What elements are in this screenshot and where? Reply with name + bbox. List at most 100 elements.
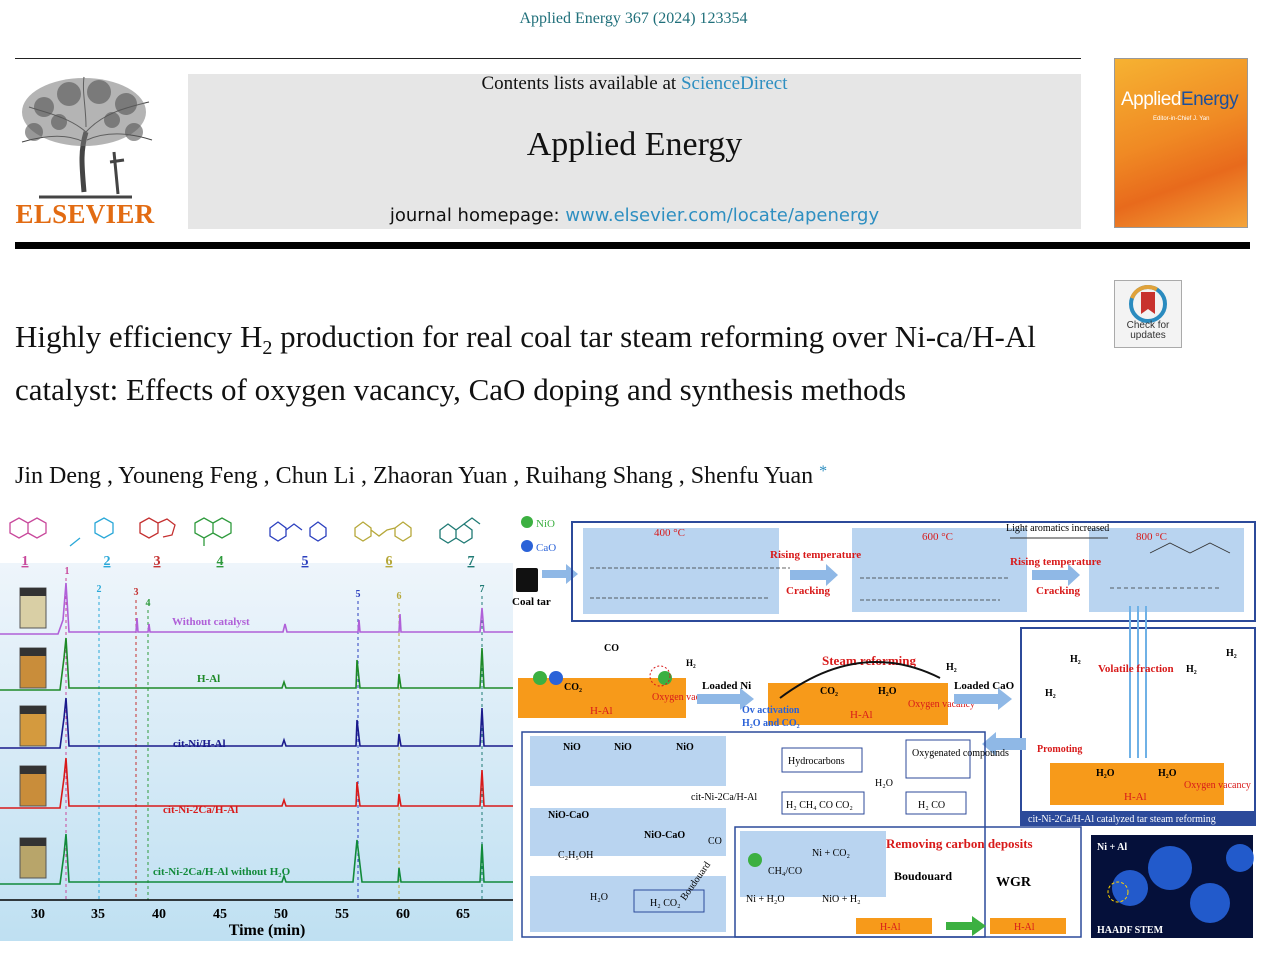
svg-text:55: 55 <box>335 907 349 922</box>
svg-text:WGR: WGR <box>996 875 1032 890</box>
svg-text:Promoting: Promoting <box>1037 744 1082 755</box>
svg-text:CH₄/CO: CH₄/CO <box>768 866 802 877</box>
svg-text:5: 5 <box>356 589 361 600</box>
journal-name: Applied Energy <box>526 126 743 163</box>
svg-text:3: 3 <box>134 587 139 598</box>
svg-text:Coal tar: Coal tar <box>512 596 551 608</box>
svg-text:NiO: NiO <box>614 742 632 753</box>
svg-text:6: 6 <box>386 554 393 569</box>
molecule-row <box>9 517 481 547</box>
chromatogram-traces <box>0 582 513 885</box>
svg-text:CO₂: CO₂ <box>564 682 582 693</box>
svg-text:45: 45 <box>213 907 227 922</box>
molecule-numbers: 1 2 3 4 5 6 7 <box>22 554 475 569</box>
journal-cover[interactable]: AppliedEnergy Editor-in-Chief J. Yan <box>1114 58 1248 228</box>
svg-text:1: 1 <box>65 566 70 577</box>
svg-text:Rising temperature: Rising temperature <box>1010 556 1101 568</box>
check-updates-icon <box>1129 285 1167 323</box>
svg-text:Ov activation: Ov activation <box>742 705 800 716</box>
svg-text:H₂ CO₂: H₂ CO₂ <box>650 898 681 909</box>
svg-text:6: 6 <box>397 591 402 602</box>
contents-line: Contents lists available at ScienceDirec… <box>188 73 1081 95</box>
coal-tar-vial <box>516 568 538 592</box>
homepage-link[interactable]: www.elsevier.com/locate/apenergy <box>565 205 880 226</box>
molecule-sketches <box>590 542 1231 601</box>
svg-text:CO: CO <box>604 643 619 654</box>
corresponding-author-mark[interactable]: * <box>819 463 828 480</box>
sample-vials <box>19 587 47 879</box>
svg-text:H₂: H₂ <box>946 662 957 673</box>
svg-text:2: 2 <box>104 554 111 569</box>
svg-text:Oxygen vacancy: Oxygen vacancy <box>908 699 975 710</box>
svg-text:cit-Ni-2Ca/H-Al: cit-Ni-2Ca/H-Al <box>691 792 757 803</box>
journal-citation: Applied Energy 367 (2024) 123354 <box>519 10 748 27</box>
svg-text:CO: CO <box>708 836 722 847</box>
svg-text:3: 3 <box>154 554 161 569</box>
svg-text:H₂O and CO₂: H₂O and CO₂ <box>742 718 800 729</box>
svg-text:H₂O: H₂O <box>590 892 608 903</box>
journal-header-box: Contents lists available at ScienceDirec… <box>188 73 1081 229</box>
sciencedirect-link[interactable]: ScienceDirect <box>680 73 788 94</box>
svg-text:H₂ CH₄ CO CO₂: H₂ CH₄ CO CO₂ <box>786 800 853 811</box>
graphical-abstract: 1 2 3 4 5 6 7 1 2 3 4 5 6 7 Without cata… <box>0 516 1256 941</box>
svg-text:600 °C: 600 °C <box>922 531 953 543</box>
svg-text:Cracking: Cracking <box>786 585 831 597</box>
svg-text:Steam reforming: Steam reforming <box>822 653 916 668</box>
volatile-flow <box>1129 606 1147 758</box>
svg-text:H-Al: H-Al <box>590 705 613 717</box>
svg-text:4: 4 <box>146 598 151 609</box>
peak-labels: 1 2 3 4 5 6 7 <box>65 566 485 609</box>
svg-text:NiO-CaO: NiO-CaO <box>644 830 685 841</box>
svg-text:Cracking: Cracking <box>1036 585 1081 597</box>
svg-text:CO₂: CO₂ <box>820 686 838 697</box>
svg-text:1: 1 <box>22 554 29 569</box>
svg-text:H₂: H₂ <box>1070 654 1081 665</box>
stage-400 <box>583 528 779 614</box>
authors-text: Jin Deng , Youneng Feng , Chun Li , Zhao… <box>15 463 814 489</box>
h-al-support-3 <box>1050 763 1224 805</box>
svg-text:2: 2 <box>97 584 102 595</box>
svg-text:H₂: H₂ <box>686 658 696 668</box>
svg-text:Oxygen vacancy: Oxygen vacancy <box>1184 780 1251 791</box>
svg-text:cit-Ni-2Ca/H-Al without H₂O: cit-Ni-2Ca/H-Al without H₂O <box>153 866 291 878</box>
article-title: Highly efficiency H2 production for real… <box>15 319 1036 408</box>
cover-title-b: Energy <box>1180 89 1239 110</box>
svg-text:H-Al: H-Al <box>850 709 873 721</box>
svg-text:40: 40 <box>152 907 166 922</box>
svg-text:Loaded CaO: Loaded CaO <box>954 680 1015 692</box>
svg-text:Oxygenated compounds: Oxygenated compounds <box>912 748 1009 759</box>
chromatogram-bg <box>0 563 513 941</box>
svg-text:7: 7 <box>480 584 485 595</box>
nio-legend-dot <box>521 516 533 528</box>
svg-text:CaO: CaO <box>536 542 556 554</box>
svg-text:Ni + CO₂: Ni + CO₂ <box>812 848 850 859</box>
author-list: Jin Deng , Youneng Feng , Chun Li , Zhao… <box>15 463 1115 490</box>
elsevier-wordmark: ELSEVIER <box>15 199 155 229</box>
svg-text:800 °C: 800 °C <box>1136 531 1167 543</box>
svg-text:HAADF STEM: HAADF STEM <box>1097 925 1164 936</box>
svg-text:Volatile fraction: Volatile fraction <box>1098 663 1174 675</box>
svg-text:65: 65 <box>456 907 470 922</box>
svg-text:50: 50 <box>274 907 288 922</box>
stage-600 <box>852 528 1027 612</box>
svg-text:H₂: H₂ <box>1045 688 1056 699</box>
h-al-support-2 <box>768 683 948 725</box>
svg-text:H-Al: H-Al <box>1014 922 1035 933</box>
svg-text:Removing carbon deposits: Removing carbon deposits <box>886 836 1033 851</box>
svg-text:H-Al: H-Al <box>1124 791 1147 803</box>
header-rule-thick <box>15 242 1250 249</box>
elsevier-logo[interactable]: ELSEVIER <box>14 72 156 230</box>
homepage-line: journal homepage: www.elsevier.com/locat… <box>188 205 1081 226</box>
svg-text:5: 5 <box>302 554 309 569</box>
svg-text:Oxygen vacancy: Oxygen vacancy <box>652 692 719 703</box>
svg-text:NiO: NiO <box>536 518 555 530</box>
trace-labels: Without catalyst H-Al cit-Ni/H-Al cit-Ni… <box>153 616 291 878</box>
svg-text:60: 60 <box>396 907 410 922</box>
svg-text:C₂H₅OH: C₂H₅OH <box>558 850 593 861</box>
svg-text:Ni + H₂O: Ni + H₂O <box>746 894 785 905</box>
cover-title: AppliedEnergy <box>1121 89 1239 111</box>
homepage-prefix: journal homepage: <box>389 205 560 226</box>
cao-legend-dot <box>521 540 533 552</box>
svg-text:cit-Ni-2Ca/H-Al: cit-Ni-2Ca/H-Al <box>163 804 238 816</box>
